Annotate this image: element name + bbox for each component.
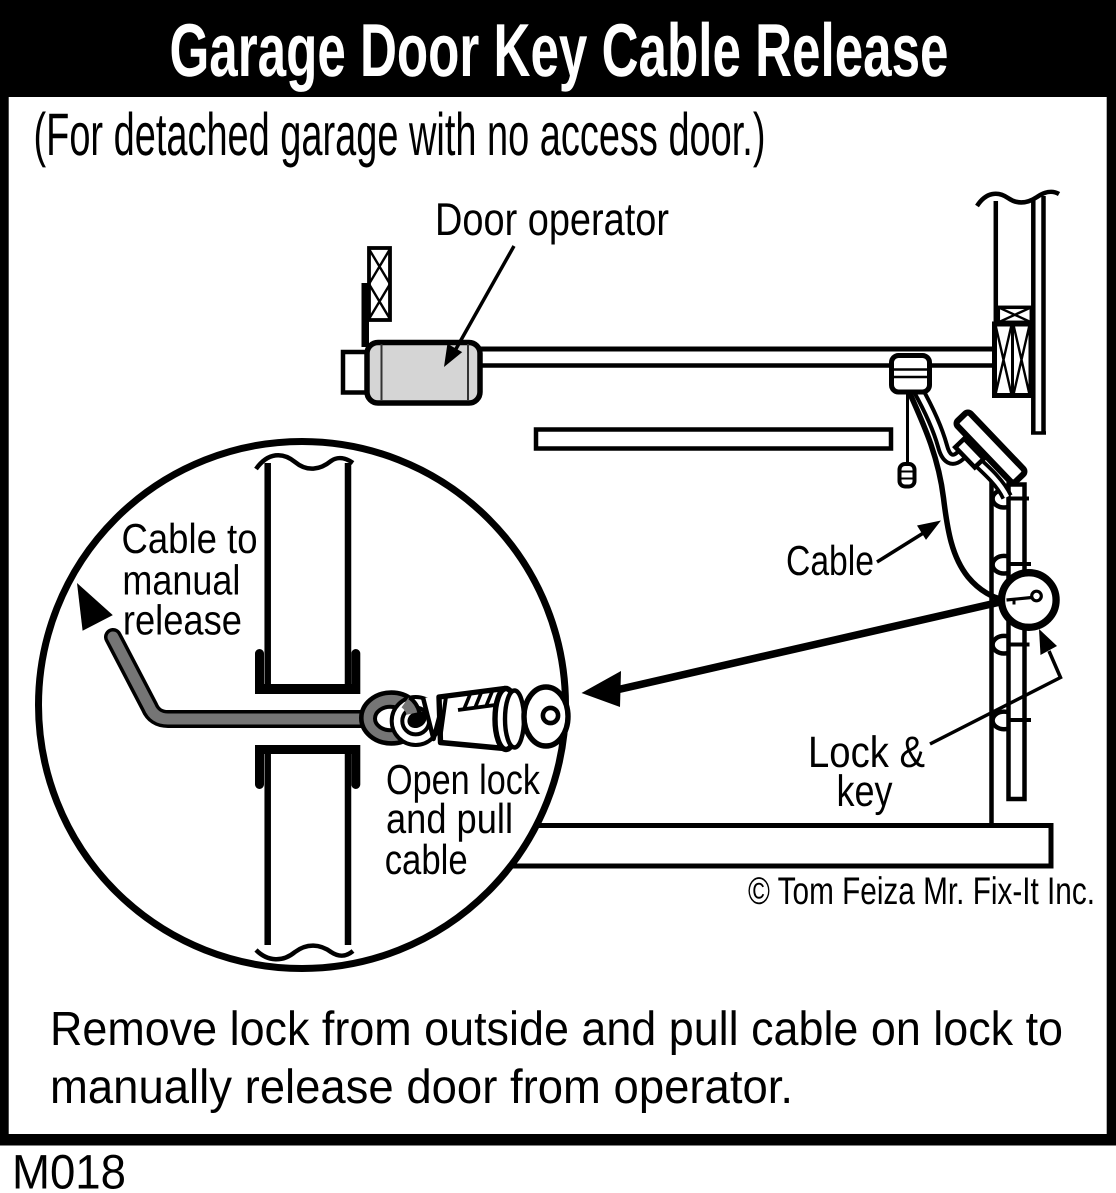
svg-text:key: key [837, 767, 893, 816]
svg-text:Door operator: Door operator [435, 193, 669, 245]
svg-text:M018: M018 [12, 1146, 126, 1193]
svg-text:release: release [123, 597, 242, 644]
svg-text:manual: manual [122, 557, 240, 604]
svg-text:and pull: and pull [386, 795, 513, 842]
svg-text:Cable to: Cable to [122, 515, 258, 562]
svg-text:© Tom Feiza Mr. Fix-It Inc.: © Tom Feiza Mr. Fix-It Inc. [748, 870, 1095, 913]
svg-text:Cable: Cable [786, 537, 874, 584]
svg-text:Remove lock from outside and p: Remove lock from outside and pull cable … [50, 1003, 1063, 1056]
svg-text:Lock &: Lock & [808, 728, 925, 777]
svg-text:Garage Door Key Cable Release: Garage Door Key Cable Release [170, 8, 949, 92]
svg-text:cable: cable [385, 836, 468, 883]
svg-text:(For detached garage with no a: (For detached garage with no access door… [34, 101, 766, 168]
svg-text:manually release door from ope: manually release door from operator. [50, 1061, 793, 1114]
svg-text:Open lock: Open lock [386, 756, 541, 803]
